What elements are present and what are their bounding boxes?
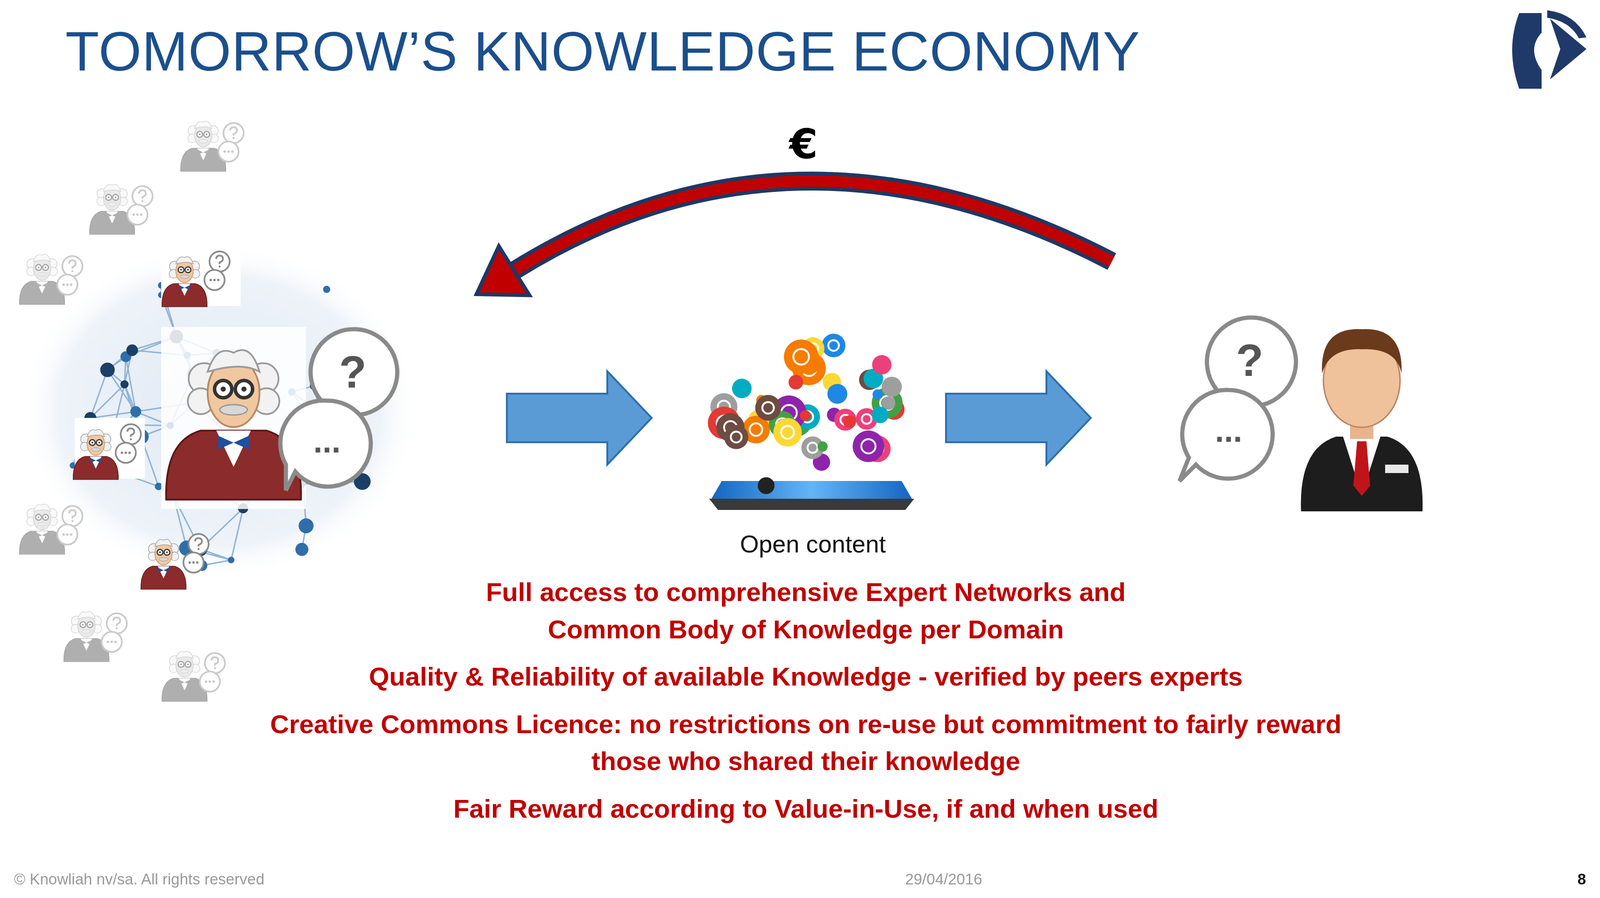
- content-node: Open content: [691, 322, 935, 566]
- statement-list: Full access to comprehensive Expert Netw…: [11, 573, 1600, 838]
- edge-label: €: [789, 119, 818, 168]
- speech-text: ?: [339, 346, 367, 399]
- node-label: Open content: [739, 530, 886, 559]
- footer-text: 29/04/2016: [904, 870, 982, 889]
- footer-text: 8: [1577, 870, 1586, 889]
- speech-text: ?: [1236, 334, 1264, 387]
- diagram-title: TOMORROW’S KNOWLEDGE ECONOMY: [65, 19, 1141, 84]
- person-node: ?...: [1102, 261, 1458, 524]
- statement-text: Quality & Reliability of available Knowl…: [105, 658, 1507, 696]
- speech-text: ...: [1215, 412, 1243, 450]
- speech-text: ...: [313, 422, 341, 461]
- statement-text: Full access to comprehensive Expert Netw…: [441, 573, 1171, 648]
- person-node: ?...: [14, 242, 468, 580]
- statement-text: Fair Reward according to Value-in-Use, i…: [105, 790, 1507, 828]
- footer-text: © Knowliah nv/sa. All rights reserved: [14, 870, 265, 889]
- payment-arrow: [476, 181, 1112, 296]
- flow-arrow: [945, 371, 1091, 465]
- flow-arrow: [506, 371, 652, 465]
- statement-text: Creative Commons Licence: no restriction…: [268, 705, 1344, 781]
